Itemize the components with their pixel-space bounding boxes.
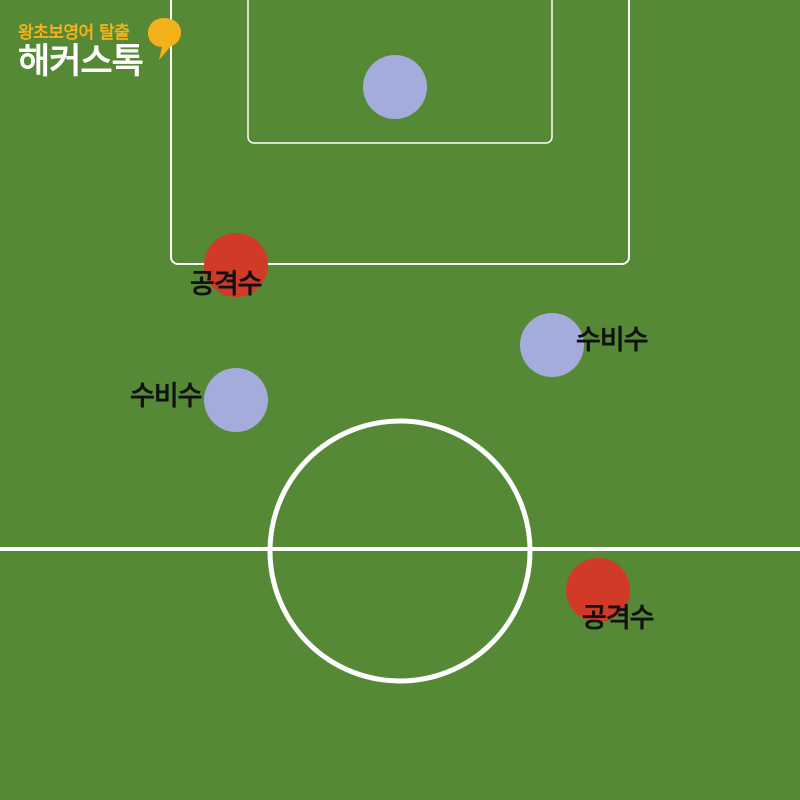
penalty-area <box>170 0 630 265</box>
goalkeeper-marker <box>363 55 427 119</box>
goal-area <box>247 0 553 144</box>
attacker-marker <box>566 558 630 622</box>
defender-marker <box>520 313 584 377</box>
attacker-marker <box>204 233 268 297</box>
logo-tagline: 왕초보영어 탈출 <box>18 23 130 43</box>
center-circle <box>267 418 533 684</box>
attacker-label: 공격수 <box>190 269 263 300</box>
defender-label: 수비수 <box>130 381 203 412</box>
hackers-talk-logo: 왕초보영어 탈출 해커스톡 <box>18 18 144 82</box>
attacker-label: 공격수 <box>582 603 655 634</box>
defender-label: 수비수 <box>576 325 649 356</box>
logo-name: 해커스톡 <box>18 42 144 82</box>
defender-marker <box>204 368 268 432</box>
speech-bubble-icon <box>148 18 181 60</box>
